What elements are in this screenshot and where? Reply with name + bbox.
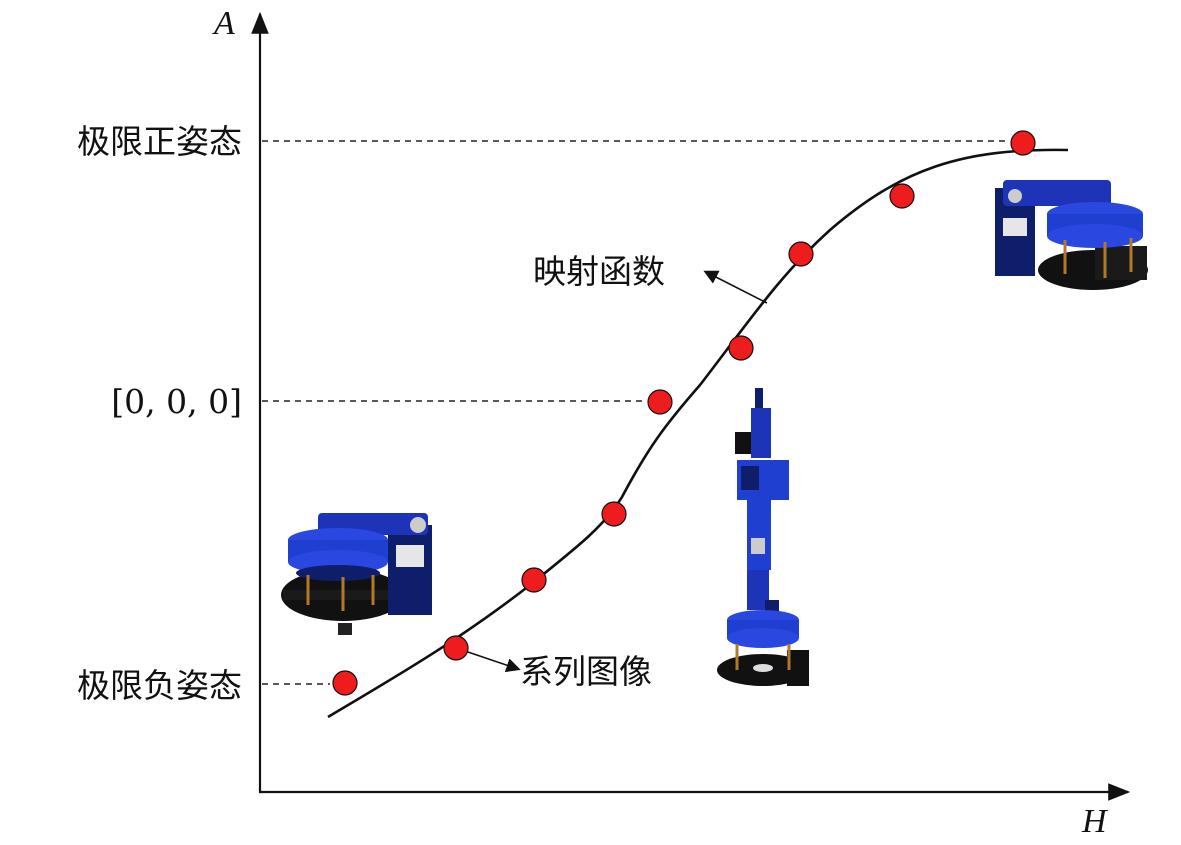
series-point — [1010, 130, 1036, 156]
series-point — [728, 335, 754, 361]
series-point — [521, 567, 547, 593]
series-point — [601, 501, 627, 527]
robot-image-positive-pose — [995, 180, 1148, 290]
y-level-label-negative: 极限负姿态 — [77, 666, 242, 705]
y-level-label-positive: 极限正姿态 — [77, 122, 242, 161]
series-point — [647, 389, 673, 415]
series-annotation-label: 系列图像 — [520, 652, 652, 691]
series-annotation-arrow — [461, 649, 521, 673]
y-level-label-zero: [0, 0, 0] — [111, 382, 242, 421]
robot-image-zero-pose — [717, 388, 809, 686]
series-point — [788, 241, 814, 267]
function-annotation-label: 映射函数 — [533, 252, 665, 291]
series-point — [443, 635, 469, 661]
series-points — [332, 130, 1036, 696]
x-axis-label: H — [1081, 803, 1109, 840]
series-point — [332, 670, 358, 696]
mapping-function-curve — [327, 148, 1069, 719]
series-point — [889, 183, 915, 209]
function-annotation-arrow — [703, 270, 768, 304]
y-axis-label: A — [212, 5, 235, 42]
robot-image-negative-pose — [281, 513, 432, 635]
